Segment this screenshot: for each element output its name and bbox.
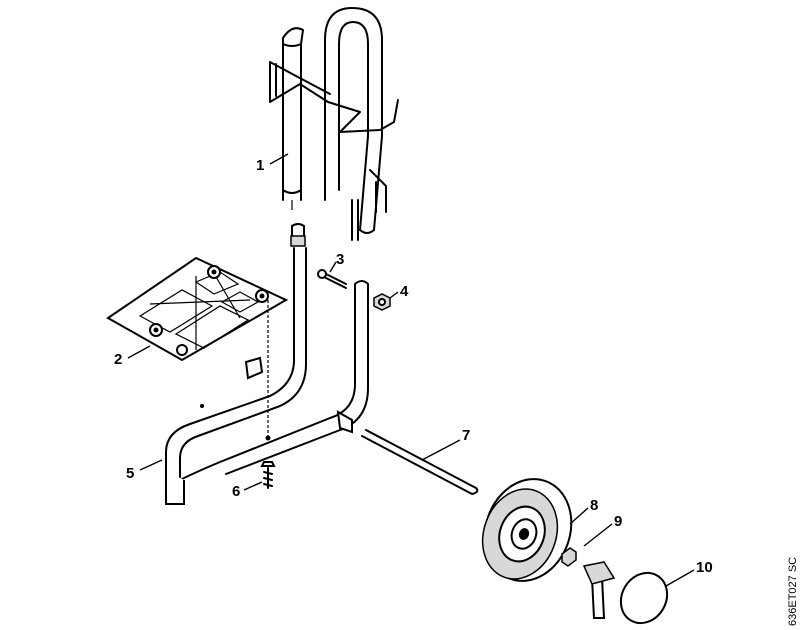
callout-2: 2 bbox=[114, 351, 122, 368]
callout-3: 3 bbox=[336, 251, 344, 268]
callout-6: 6 bbox=[232, 483, 240, 500]
callout-5: 5 bbox=[126, 465, 134, 482]
washer-part[interactable] bbox=[561, 547, 577, 567]
callout-1: 1 bbox=[256, 157, 264, 174]
screw-part[interactable] bbox=[260, 461, 276, 489]
leader-lines bbox=[127, 153, 695, 587]
callout-4: 4 bbox=[400, 283, 409, 300]
handle-frame-part[interactable] bbox=[269, 7, 399, 241]
drawing-code: 636ET027 SC bbox=[787, 557, 799, 626]
axle-part[interactable] bbox=[361, 429, 479, 495]
bolt-part[interactable] bbox=[317, 269, 347, 289]
wheel-part[interactable] bbox=[470, 467, 585, 593]
lower-frame-part[interactable] bbox=[165, 247, 369, 505]
callout-10: 10 bbox=[696, 559, 713, 576]
hammer-tool bbox=[582, 561, 616, 619]
nut-part[interactable] bbox=[373, 293, 391, 311]
callout-8: 8 bbox=[590, 497, 598, 514]
hub-cap-part[interactable] bbox=[612, 564, 676, 630]
callout-9: 9 bbox=[614, 513, 622, 530]
platform-plate-part[interactable] bbox=[106, 256, 289, 440]
callout-7: 7 bbox=[462, 427, 470, 444]
tube-plug[interactable] bbox=[290, 223, 306, 247]
